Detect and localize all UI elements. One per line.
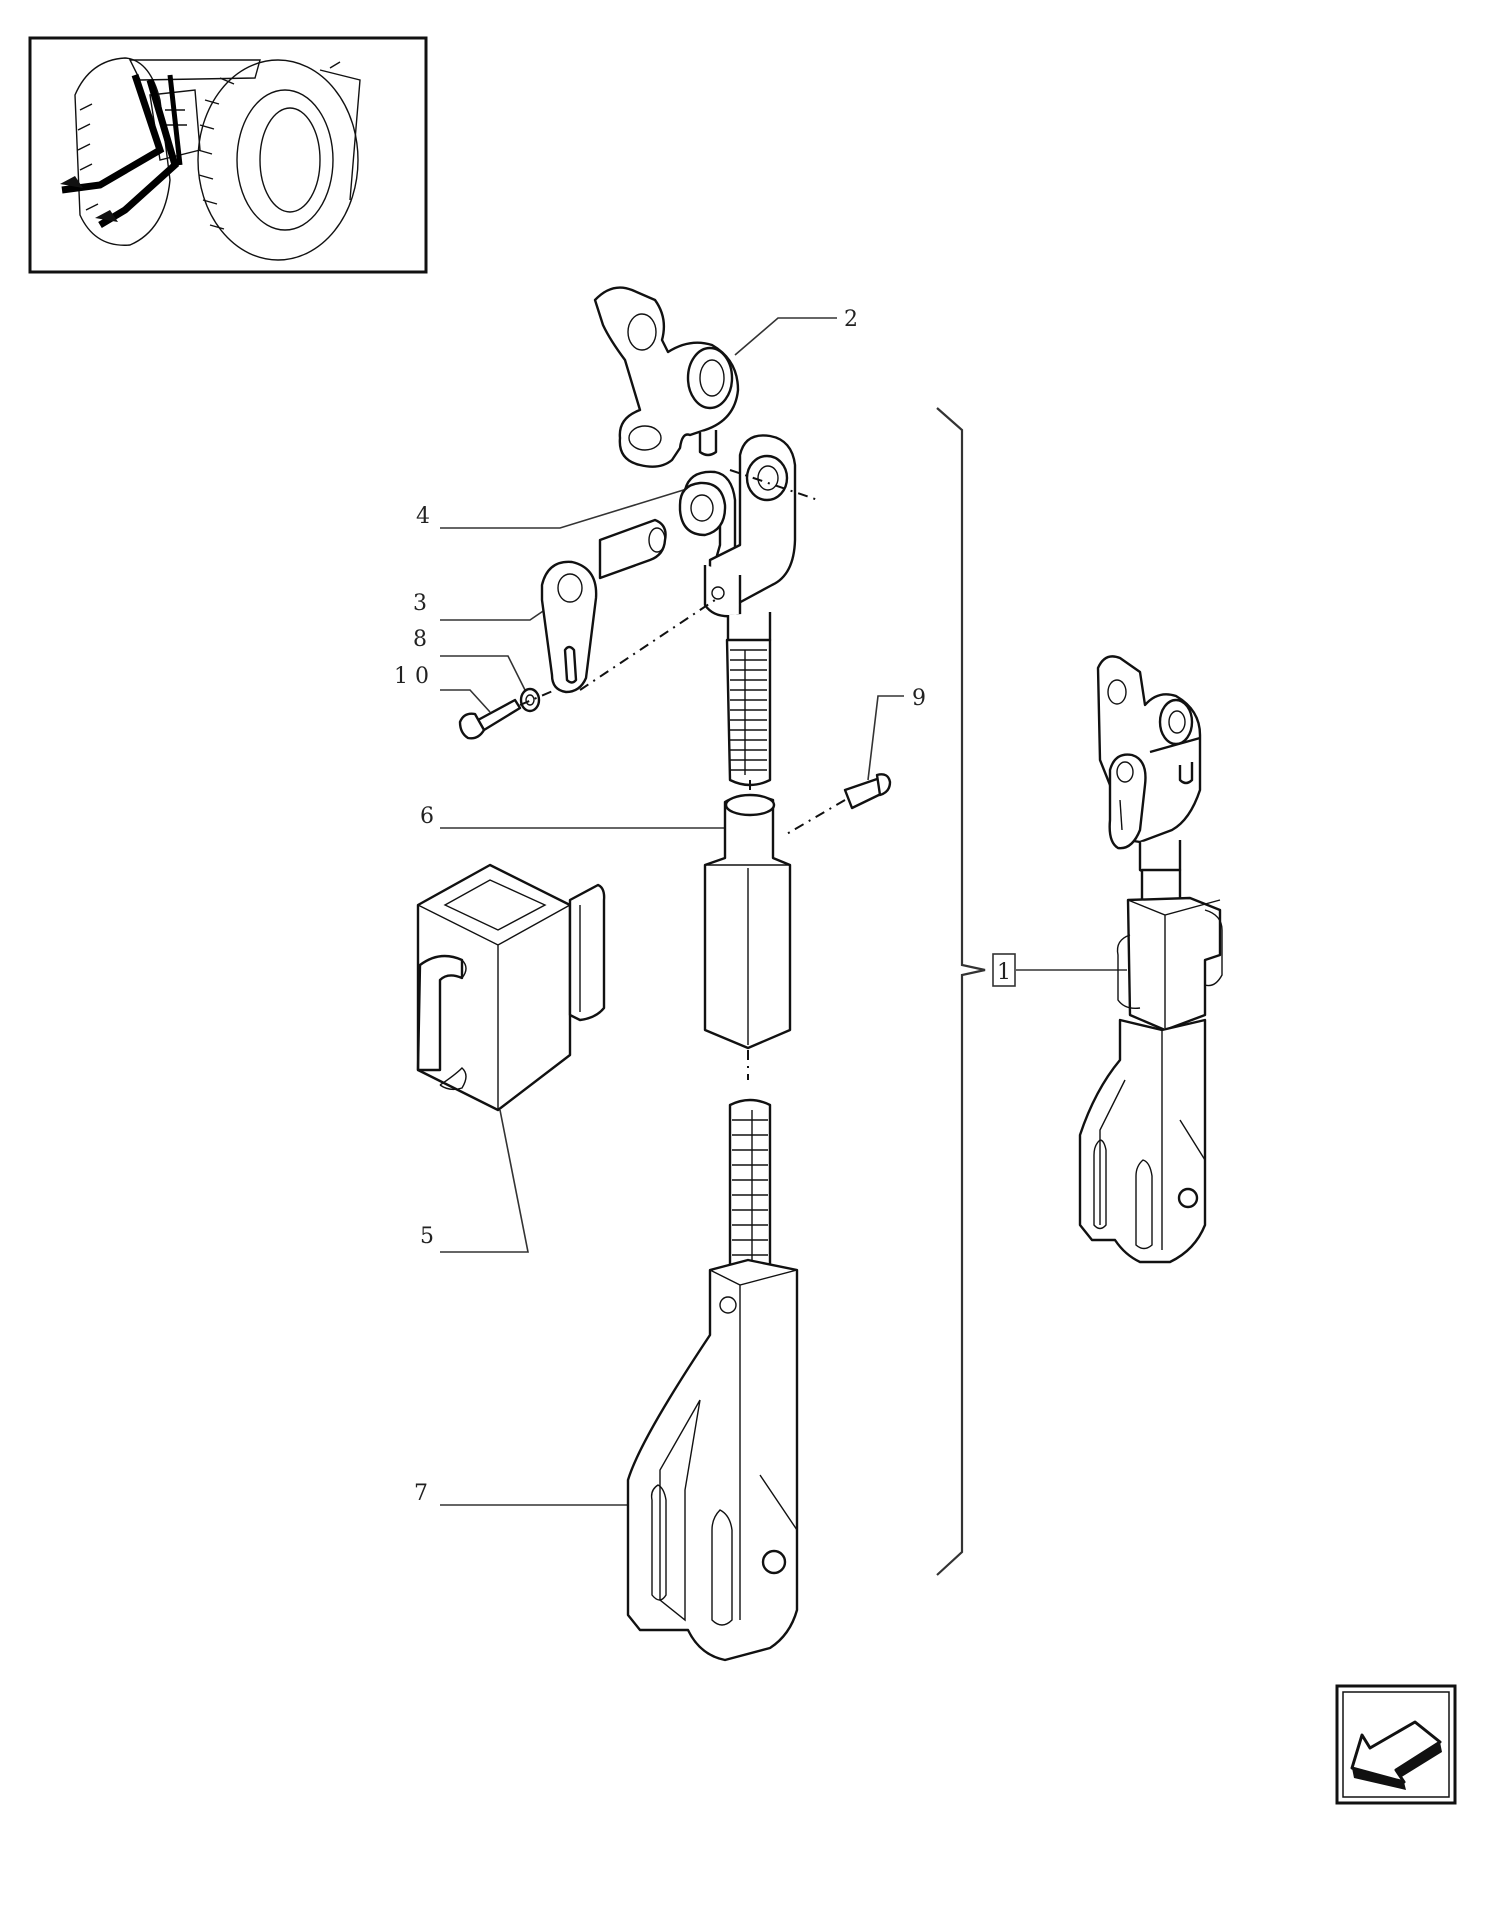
callout-7: 7 xyxy=(414,1481,428,1506)
callout-4: 4 xyxy=(416,504,430,529)
assembly-bracket xyxy=(936,407,986,1576)
part-2-lift-bracket xyxy=(593,286,740,468)
part-6-tube xyxy=(703,780,792,1080)
part-8-washer xyxy=(519,687,541,713)
callout-8: 8 xyxy=(413,627,427,652)
part-1-complete-assembly xyxy=(1078,655,1223,1264)
part-9-grease-nipple xyxy=(784,773,892,836)
callout-6: 6 xyxy=(420,804,434,829)
leader-lines xyxy=(440,317,1127,1506)
callout-1: 1 xyxy=(997,960,1011,985)
upper-threaded-rod xyxy=(725,638,772,787)
part-10-bolt xyxy=(458,689,556,740)
callout-5: 5 xyxy=(420,1224,434,1249)
part-5-guide-sleeve xyxy=(416,863,606,1112)
callout-10: 1 0 xyxy=(394,664,429,689)
tractor-rear-locator-icon[interactable] xyxy=(28,36,428,274)
part-3-lever-and-pin xyxy=(540,518,716,694)
callout-2: 2 xyxy=(844,307,858,332)
part-7-lower-fork xyxy=(626,1098,799,1662)
callout-9: 9 xyxy=(912,686,926,711)
part-4-clevis xyxy=(678,434,819,647)
callout-3: 3 xyxy=(413,591,427,616)
callout-1-box: 1 xyxy=(992,953,1016,987)
next-page-arrow-icon[interactable] xyxy=(1335,1684,1457,1805)
